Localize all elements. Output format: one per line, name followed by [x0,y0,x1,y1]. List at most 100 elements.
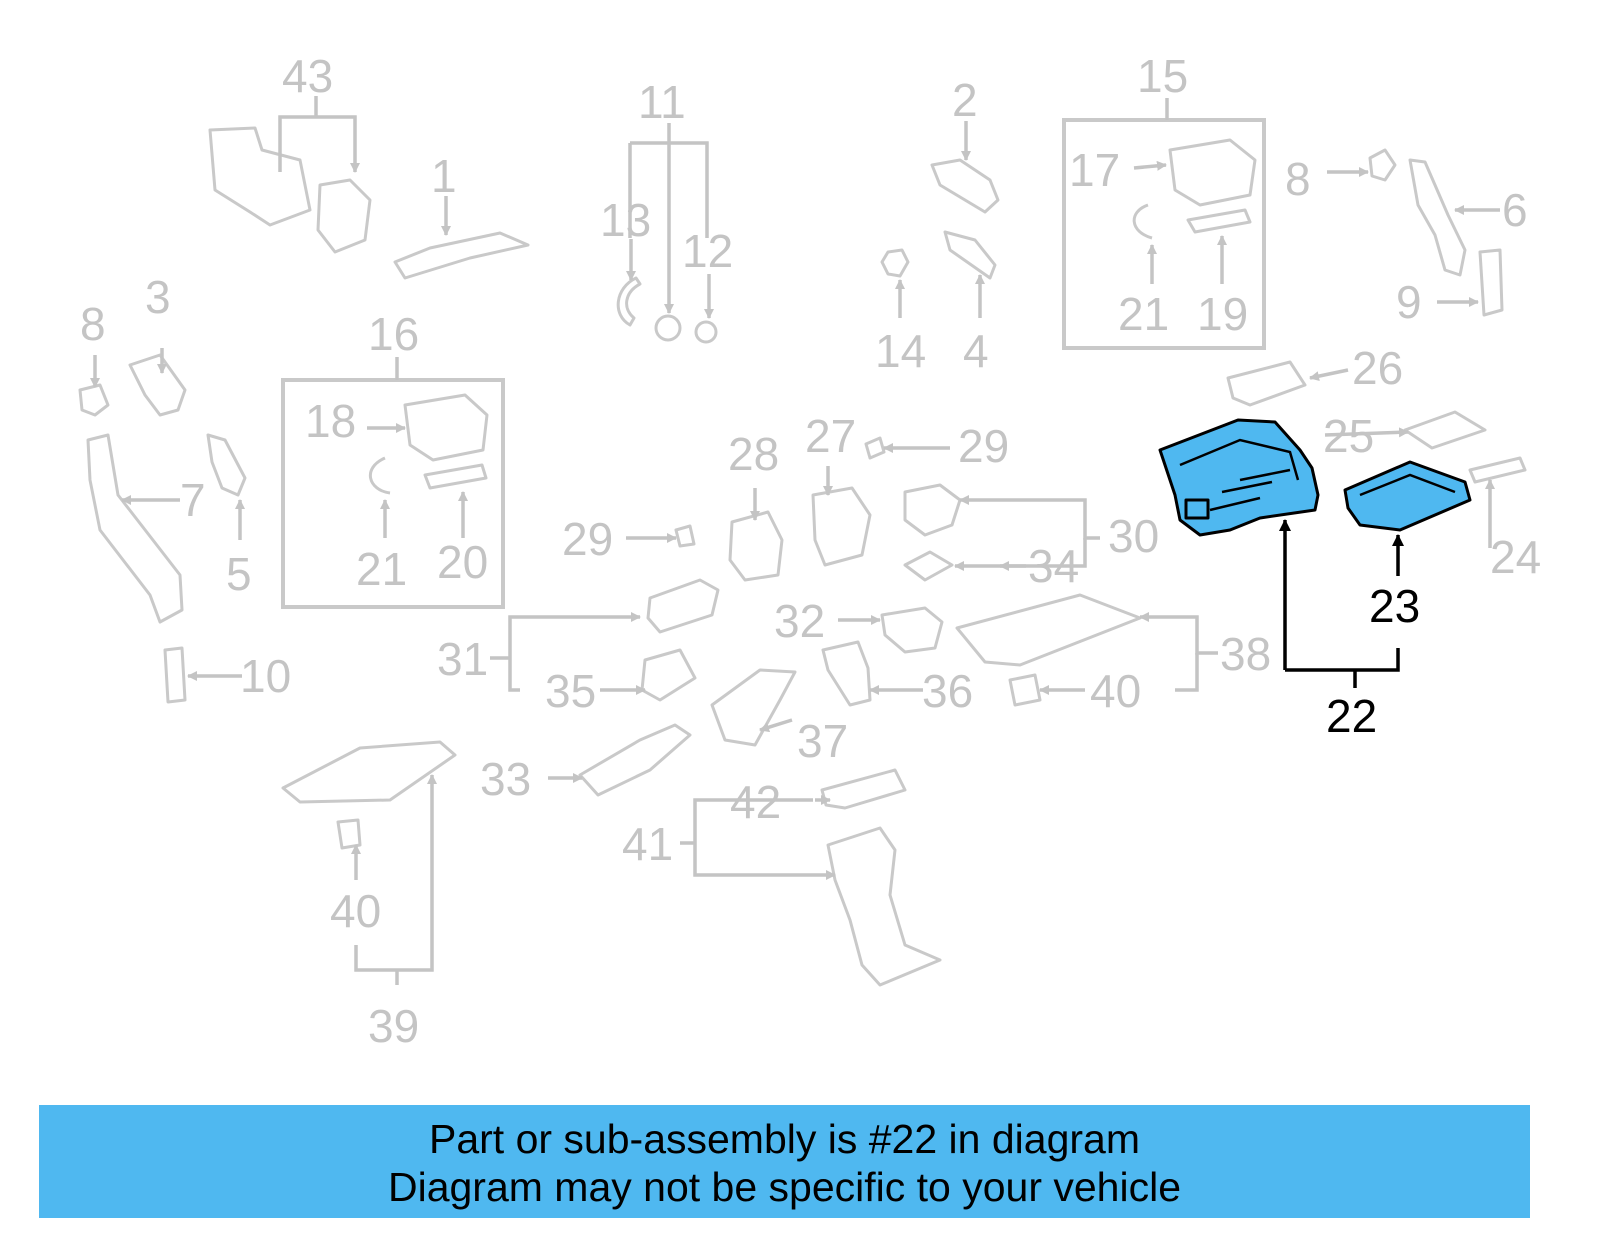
group-box-15 [1062,118,1266,350]
part-3-shape [128,353,187,417]
label-30: 30 [1108,510,1159,562]
ghost-leaders [90,96,1500,985]
part-40a-shape [1008,673,1042,707]
label-6: 6 [1502,184,1528,236]
part-12-shape [694,320,718,344]
label-20: 20 [437,536,488,588]
part-29a-shape [864,436,886,460]
info-banner-line-2: Diagram may not be specific to your vehi… [387,1164,1181,1210]
part-2-shape [930,158,1000,214]
label-18: 18 [305,395,356,447]
label-43: 43 [282,50,333,102]
label-40a: 40 [1090,665,1141,717]
part-23-highlight[interactable] [1343,460,1472,532]
part-21a-shape [1132,203,1153,240]
label-13: 13 [600,194,651,246]
part-26-shape [1226,360,1307,407]
label-12: 12 [682,225,733,277]
label-26: 26 [1352,342,1403,394]
label-25: 25 [1323,410,1374,462]
part-28-shape [728,510,784,582]
label-31: 31 [437,633,488,685]
part-42-shape [820,768,907,810]
part-35-shape [640,648,697,702]
part-10-shape [163,646,187,704]
label-38: 38 [1220,628,1271,680]
label-32: 32 [774,595,825,647]
label-8b: 8 [80,298,106,350]
part-14-shape [880,248,910,278]
part-27-shape [811,486,872,567]
part-24-shape [1468,456,1527,484]
label-27: 27 [805,410,856,462]
part-38-shape [955,593,1142,667]
info-banner: Part or sub-assembly is #22 in diagram D… [39,1105,1530,1218]
label-34: 34 [1028,540,1079,592]
label-9: 9 [1396,276,1422,328]
part-20-shape [423,463,488,490]
label-7: 7 [180,474,206,526]
label-14: 14 [875,325,926,377]
part-19-shape [1186,208,1252,234]
part-22-highlight[interactable] [1158,418,1320,537]
ghost-parts [78,126,1527,987]
label-5: 5 [226,548,252,600]
part-7-shape [86,433,184,624]
active-leaders [1279,519,1404,688]
label-21a: 21 [1118,288,1169,340]
label-40b: 40 [330,885,381,937]
part-8a-shape [1368,148,1397,182]
part-11-shape [654,314,682,342]
part-5-shape [206,433,247,497]
label-15: 15 [1137,50,1188,102]
part-41-shape [826,826,942,987]
info-banner-line-1: Part or sub-assembly is #22 in diagram [429,1116,1140,1162]
part-32-shape [880,606,944,654]
part-6-shape [1408,158,1467,277]
label-39: 39 [368,1000,419,1052]
label-10: 10 [240,650,291,702]
group-box-16 [281,378,505,609]
part-labels: 43 1 11 13 12 2 15 17 8 6 3 8 16 18 14 4… [80,50,1541,1052]
label-4: 4 [963,325,989,377]
label-28: 28 [728,428,779,480]
part-39-shape [281,740,457,804]
part-25-shape [1403,410,1487,450]
label-29b: 29 [562,513,613,565]
part-18-shape [403,393,489,462]
label-37: 37 [797,715,848,767]
label-41: 41 [622,818,673,870]
label-2: 2 [952,74,978,126]
part-40b-shape [336,818,362,850]
label-22[interactable]: 22 [1326,690,1377,742]
part-30-shape [903,483,962,537]
label-29a: 29 [958,420,1009,472]
label-33: 33 [480,753,531,805]
part-33-shape [578,723,692,797]
part-4-shape [943,230,997,280]
label-23[interactable]: 23 [1369,580,1420,632]
label-21b: 21 [356,543,407,595]
label-35: 35 [545,665,596,717]
label-16: 16 [368,308,419,360]
label-24: 24 [1490,531,1541,583]
part-29b-shape [674,524,696,548]
part-13-shape [616,276,642,327]
label-19: 19 [1197,288,1248,340]
part-1-shape [393,231,530,280]
part-21b-shape [368,456,391,495]
label-36: 36 [922,665,973,717]
part-43-ring-shape [316,178,372,254]
label-3: 3 [145,271,171,323]
part-37-shape [710,668,797,747]
label-17: 17 [1069,144,1120,196]
part-31-shape [646,578,720,634]
part-17-shape [1168,138,1257,207]
part-9-shape [1478,248,1504,317]
label-11: 11 [638,76,686,128]
label-8a: 8 [1285,153,1311,205]
part-43-blower-shape [208,126,312,227]
label-42: 42 [730,776,781,828]
part-34-shape [903,550,954,582]
